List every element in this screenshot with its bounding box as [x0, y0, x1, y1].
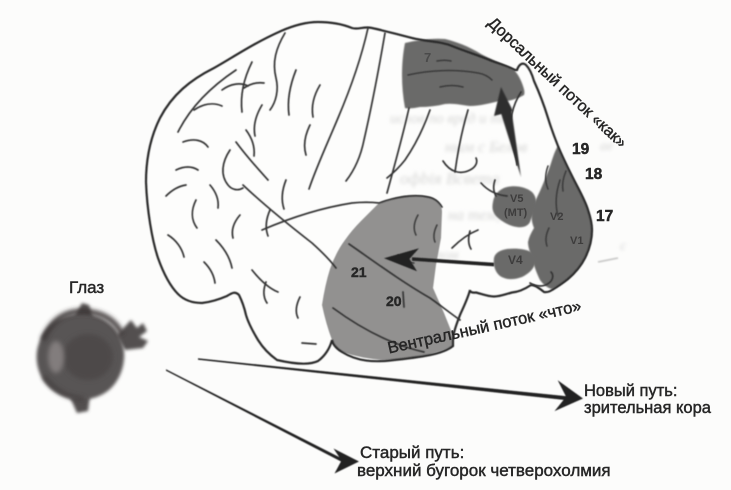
svg-text:18: 18 [585, 166, 603, 183]
svg-text:V5: V5 [510, 193, 523, 205]
svg-text:с: с [620, 239, 627, 254]
svg-text:зрительная кора: зрительная кора [584, 399, 712, 417]
svg-text:верхний бугорок четверохолмия: верхний бугорок четверохолмия [357, 461, 611, 480]
svg-text:17: 17 [596, 208, 613, 225]
svg-text:офbiя Всвета: офbiя Всвета [400, 169, 500, 188]
svg-text:21: 21 [351, 264, 367, 280]
svg-text:(МТ): (МТ) [504, 207, 528, 219]
svg-text:V2: V2 [550, 211, 563, 223]
svg-text:Новый путь:: Новый путь: [584, 382, 677, 400]
svg-text:ислов по вред и те: ислов по вред и те [390, 111, 508, 127]
svg-text:ае: ае [600, 139, 613, 154]
svg-text:ным с Белов: ным с Белов [445, 139, 527, 156]
svg-text:Глаз: Глаз [69, 278, 104, 297]
svg-text:19: 19 [572, 141, 590, 158]
svg-text:V1: V1 [570, 235, 583, 247]
svg-text:V4: V4 [508, 253, 523, 267]
svg-text:Старый путь:: Старый путь: [360, 443, 464, 462]
svg-text:7: 7 [424, 50, 431, 65]
svg-text:20: 20 [386, 293, 402, 309]
